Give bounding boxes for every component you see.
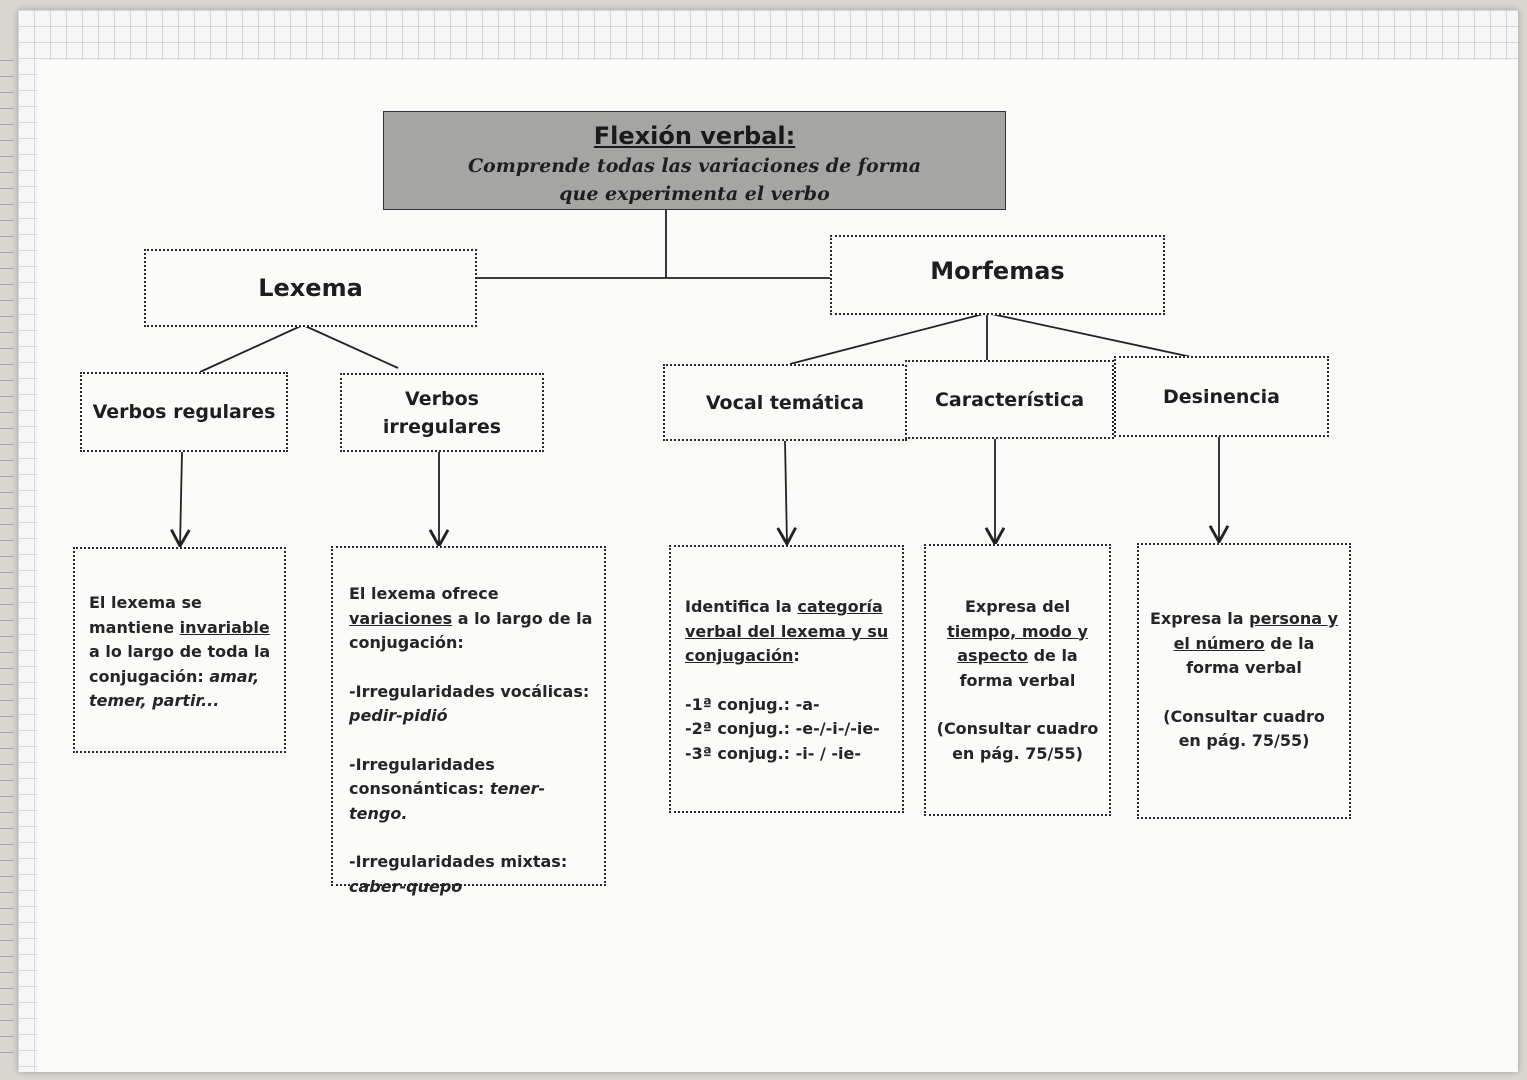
diagram-subtitle: Comprende todas las variaciones de forma… bbox=[467, 155, 922, 205]
node-morfemas-label: Morfemas bbox=[930, 257, 1065, 285]
text-line: Expresa la bbox=[1149, 609, 1250, 628]
title-box: Flexión verbal: Comprende todas las vari… bbox=[383, 111, 1006, 210]
text-line: -1ª conjug.: -a- bbox=[685, 694, 820, 714]
text-line: forma verbal bbox=[959, 670, 1076, 690]
text-line: en pág. 75/55) bbox=[1178, 731, 1310, 750]
text-example: temer, partir... bbox=[89, 691, 220, 710]
text-example: pedir-pidió bbox=[349, 706, 448, 725]
text-line: Identifica la bbox=[685, 597, 798, 616]
desc-verbos-irregulares: El lexema ofrece variaciones a lo largo … bbox=[331, 546, 606, 896]
node-lexema-label: Lexema bbox=[258, 274, 363, 302]
text-underlined: aspecto bbox=[957, 646, 1028, 665]
node-morfemas: Morfemas bbox=[830, 235, 1165, 315]
text-underlined: persona y bbox=[1249, 609, 1339, 628]
node-verbos-irregulares-label-1: Verbos bbox=[405, 387, 479, 410]
text-line: a lo largo de toda la bbox=[89, 642, 271, 661]
node-desinencia: Desinencia bbox=[1114, 356, 1329, 437]
text-line: de la bbox=[1028, 646, 1078, 665]
desc-caracteristica: Expresa del tiempo, modo y aspecto de la… bbox=[924, 544, 1111, 816]
arrow-vocal bbox=[776, 440, 797, 547]
text-underlined: el número bbox=[1173, 633, 1265, 653]
text-line: forma verbal bbox=[1186, 658, 1302, 677]
node-caracteristica: Característica bbox=[905, 360, 1114, 439]
line-morfemas-vocal bbox=[789, 312, 988, 365]
text-line: conjugación: bbox=[89, 666, 210, 686]
text-line: El lexema ofrece bbox=[349, 584, 499, 603]
text-line: -Irregularidades vocálicas: bbox=[349, 681, 590, 701]
node-verbos-irregulares-label-2: irregulares bbox=[382, 415, 502, 438]
text-line: -2ª conjug.: -e-/-i-/-ie- bbox=[685, 719, 880, 738]
line-morfemas-desinencia bbox=[986, 312, 1197, 359]
node-lexema: Lexema bbox=[144, 249, 477, 327]
desc-desinencia: Expresa la persona y el número de la for… bbox=[1137, 543, 1351, 819]
node-vocal-tematica-label: Vocal temática bbox=[705, 391, 865, 414]
notebook-margin bbox=[0, 60, 14, 1060]
node-verbos-regulares-label: Verbos regulares bbox=[92, 401, 276, 423]
arrow-regulares bbox=[170, 451, 191, 549]
text-underlined: categoría bbox=[797, 597, 883, 616]
line-lexema-irregulares bbox=[302, 324, 399, 369]
text-line: a lo largo de la bbox=[452, 608, 593, 628]
text-line: El lexema se bbox=[89, 593, 202, 612]
text-example: amar, bbox=[209, 666, 260, 686]
text-line: Expresa del bbox=[964, 597, 1071, 616]
text-underlined: tiempo, modo y bbox=[947, 621, 1088, 641]
text-underlined: variaciones bbox=[349, 608, 453, 628]
text-line: -3ª conjug.: -i- / -ie- bbox=[685, 743, 861, 763]
text-line: en pág. 75/55) bbox=[952, 743, 1083, 763]
line-lexema-regulares bbox=[199, 324, 304, 373]
text-line: conjugación: bbox=[349, 633, 464, 652]
node-vocal-tematica: Vocal temática bbox=[663, 364, 907, 441]
text-line: de la bbox=[1264, 633, 1315, 653]
text-example: tener-tengo. bbox=[349, 779, 546, 823]
text-line: : bbox=[793, 646, 800, 665]
node-verbos-irregulares: Verbos irregulares bbox=[340, 373, 544, 452]
text-line: (Consultar cuadro bbox=[1163, 706, 1325, 726]
node-desinencia-label: Desinencia bbox=[1162, 385, 1280, 408]
text-line: (Consultar cuadro bbox=[936, 719, 1099, 738]
text-example: caber-quepo bbox=[349, 876, 463, 896]
desc-verbos-regulares: El lexema se mantiene invariable a lo la… bbox=[73, 547, 286, 753]
text-underlined: conjugación bbox=[685, 646, 794, 665]
text-underlined: verbal del lexema y su bbox=[685, 621, 889, 641]
text-line: consonánticas: bbox=[349, 779, 490, 798]
diagram-title: Flexión verbal: bbox=[593, 122, 796, 150]
text-line: -Irregularidades bbox=[349, 754, 495, 774]
node-verbos-regulares: Verbos regulares bbox=[80, 372, 288, 452]
text-underlined: invariable bbox=[179, 617, 270, 637]
text-line: mantiene bbox=[89, 617, 180, 637]
text-line: -Irregularidades mixtas: bbox=[349, 852, 568, 871]
node-caracteristica-label: Característica bbox=[934, 388, 1085, 411]
desc-vocal-tematica: Identifica la categoría verbal del lexem… bbox=[669, 545, 904, 813]
